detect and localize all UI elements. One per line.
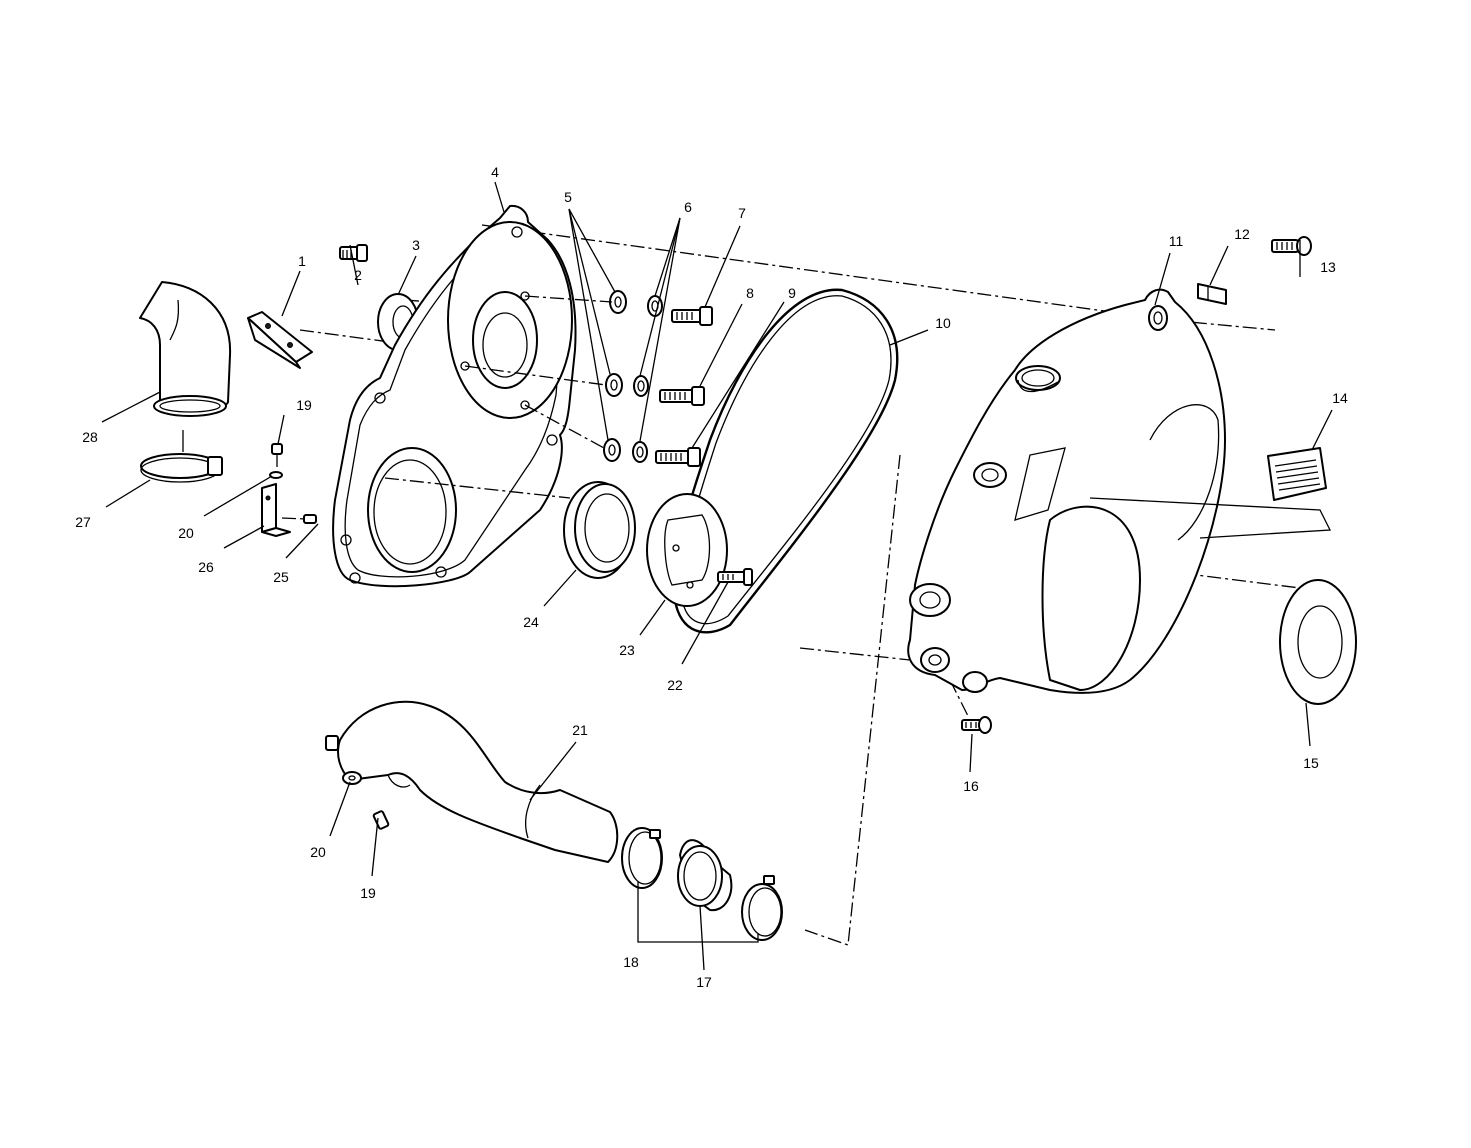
callout-2: 2 [354, 267, 362, 283]
callout-4: 4 [491, 164, 499, 180]
bolt-2 [339, 244, 368, 262]
cover-plate-15 [1279, 579, 1357, 705]
callout-19-lower: 19 [360, 885, 376, 901]
seal-plate [646, 493, 728, 607]
mounting-bracket [247, 311, 313, 369]
callout-13: 13 [1320, 259, 1336, 275]
callout-20-upper: 20 [178, 525, 194, 541]
callout-26: 26 [198, 559, 214, 575]
screw-25 [303, 514, 317, 524]
bolt-9 [655, 447, 701, 467]
callout-15: 15 [1303, 755, 1319, 771]
washers-5 [603, 290, 627, 462]
callout-5: 5 [564, 189, 572, 205]
washer-20-upper [269, 471, 283, 479]
outer-clutch-cover [907, 288, 1226, 694]
clamp-18-left [621, 827, 663, 889]
callout-1: 1 [298, 253, 306, 269]
screw-19-upper [271, 443, 283, 467]
washer-20-lower [342, 771, 362, 785]
callout-16: 16 [963, 778, 979, 794]
callout-18: 18 [623, 954, 639, 970]
callout-28: 28 [82, 429, 98, 445]
callout-numbers: 1 2 3 4 5 6 7 8 9 10 11 12 13 14 15 16 1… [75, 164, 1348, 990]
lock-washers-6 [632, 295, 663, 463]
bracket-26 [261, 483, 291, 537]
bolt-8 [659, 386, 705, 406]
coupler-17 [677, 839, 733, 912]
oil-seal [563, 481, 636, 579]
callout-14: 14 [1332, 390, 1348, 406]
bolt-7-axis [524, 295, 613, 303]
screw-16 [961, 716, 992, 734]
callout-11: 11 [1169, 233, 1184, 249]
callout-7: 7 [738, 205, 746, 221]
air-duct-elbow [139, 281, 232, 417]
screw-13 [1271, 236, 1312, 256]
callout-24: 24 [523, 614, 539, 630]
callout-8: 8 [746, 285, 754, 301]
seal-axis [384, 477, 571, 499]
callout-3: 3 [412, 237, 420, 253]
drive-belt [673, 288, 899, 634]
exhaust-duct [325, 700, 619, 863]
warning-decal-14 [1267, 447, 1327, 501]
bolt-8-axis [464, 365, 607, 386]
leader-lines [101, 181, 1333, 971]
callout-23: 23 [619, 642, 635, 658]
callout-27: 27 [75, 514, 91, 530]
callout-17: 17 [696, 974, 712, 990]
inner-clutch-cover [332, 204, 577, 588]
screw-19-lower [372, 810, 390, 830]
callout-9: 9 [788, 285, 796, 301]
callout-6: 6 [684, 199, 692, 215]
hose-clamp [140, 453, 223, 483]
callout-25: 25 [273, 569, 289, 585]
bolt-9-axis [524, 404, 605, 449]
callout-22: 22 [667, 677, 683, 693]
callout-10: 10 [935, 315, 951, 331]
callout-20-lower: 20 [310, 844, 326, 860]
clamp-18-right [741, 875, 783, 941]
callout-12: 12 [1234, 226, 1250, 242]
screw-22 [717, 568, 753, 586]
cover-reference-lines [799, 497, 1332, 661]
callout-21: 21 [572, 722, 588, 738]
decal-12 [1197, 283, 1227, 305]
callout-19-upper: 19 [296, 397, 312, 413]
bolt-7 [671, 306, 713, 326]
